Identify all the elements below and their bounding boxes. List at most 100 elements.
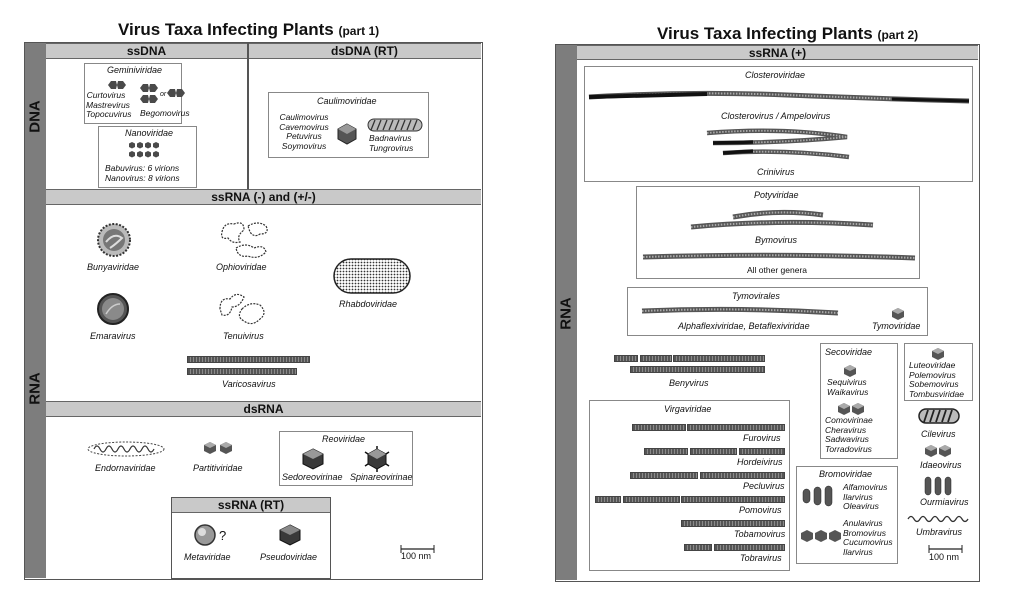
virga-genus-3: Pomovirus — [739, 505, 782, 515]
tymoviridae-label: Tymoviridae — [872, 321, 921, 331]
pseudoviridae-label: Pseudoviridae — [260, 552, 318, 562]
begomovirus-particle-icon — [140, 84, 185, 103]
band-ssrna-neg: ssRNA (-) and (+/-) — [46, 189, 481, 205]
pomovirus-rod-2 — [623, 496, 680, 503]
reoviridae-label: Reoviridae — [322, 434, 366, 444]
luteovirus-particle-icon — [932, 348, 944, 360]
furovirus-rod-1 — [632, 424, 686, 431]
geminiviridae-label: Geminiviridae — [107, 65, 163, 75]
caulimo-genera-a: Caulimovirus Cavemovirus Petuvirus Soymo… — [279, 112, 329, 151]
ourmiavirus-particle-icon — [924, 476, 952, 496]
bromo-genera-b: Anulavirus Bromovirus Cucumovirus Ilarvi… — [843, 518, 893, 557]
cilevirus-label: Cilevirus — [921, 429, 956, 439]
secoviridae-label: Secoviridae — [825, 347, 873, 357]
right-title-part: (part 2) — [877, 28, 919, 42]
bunyaviridae-label: Bunyaviridae — [87, 262, 140, 272]
alfamovirus-particle-icon — [802, 485, 833, 507]
right-scale-bar — [928, 545, 963, 553]
band-ssrna-pos: ssRNA (+) — [577, 45, 978, 60]
geminivirus-particle-icon — [108, 81, 126, 89]
left-title: Virus Taxa Infecting Plants (part 1) — [118, 20, 379, 40]
bymovirus-label: Bymovirus — [755, 235, 798, 245]
secoviridae-genera-a: Sequivirus Waikavirus — [827, 377, 869, 397]
dna-label: DNA — [26, 100, 44, 133]
partitiviridae-particle-icon — [204, 442, 232, 454]
dna-divider — [247, 43, 249, 189]
virga-genus-5: Tobravirus — [740, 553, 782, 563]
virga-genus-2: Pecluvirus — [743, 481, 785, 491]
endornaviridae-label: Endornaviridae — [95, 463, 156, 473]
hordeivirus-rod-3 — [739, 448, 785, 455]
idaeovirus-label: Idaeovirus — [920, 460, 962, 470]
band-dsrna: dsRNA — [46, 401, 481, 417]
left-scale-label: 100 nm — [401, 551, 432, 561]
virga-genus-4: Tobamovirus — [734, 529, 786, 539]
crinivirus-label: Crinivirus — [757, 167, 795, 177]
bymovirus-particle-icon — [690, 209, 874, 230]
hordeivirus-rod-2 — [690, 448, 737, 455]
band-ssdna: ssDNA — [46, 43, 247, 59]
gemini-or: or — [160, 91, 167, 98]
rna-label-left: RNA — [26, 372, 44, 405]
sequivirus-particle-icon — [844, 365, 856, 377]
umbravirus-label: Umbravirus — [916, 527, 963, 537]
nanoviridae-box: Nanoviridae Babuvirus: 6 virions Nanovir… — [98, 126, 197, 188]
crinivirus-particle-icon — [706, 128, 850, 160]
cilevirus-particle-icon — [918, 408, 960, 424]
bromoviridae-label: Bromoviridae — [819, 469, 873, 479]
partitiviridae-label: Partitiviridae — [193, 463, 243, 473]
right-title-text: Virus Taxa Infecting Plants — [657, 24, 873, 43]
pecluvirus-rod-1 — [630, 472, 698, 479]
band-ssrna-rt: ssRNA (RT) — [172, 498, 330, 513]
virgaviridae-label: Virgaviridae — [664, 404, 712, 414]
varicosavirus-label: Varicosavirus — [222, 379, 276, 389]
luteo-genera: Luteoviridae Polemovirus Sobemovirus Tom… — [909, 360, 964, 399]
varicosavirus-rod-1 — [187, 356, 310, 363]
closteroviridae-label: Closteroviridae — [745, 70, 806, 80]
closterovirus-particle-icon — [588, 90, 970, 104]
all-other-genera-label: All other genera — [747, 265, 808, 275]
virga-genus-0: Furovirus — [743, 433, 781, 443]
rna-label-right: RNA — [557, 297, 575, 330]
tenuivirus-label: Tenuivirus — [223, 331, 264, 341]
sedoreovirinae-label: Sedoreovirinae — [282, 472, 343, 482]
gemini-genera-a: Curtovirus Mastrevirus Topocuvirus — [86, 90, 132, 119]
tymoviridae-particle-icon — [892, 308, 904, 320]
left-title-part: (part 1) — [338, 24, 380, 38]
left-sidebar — [25, 43, 46, 578]
nanovirus-particles-icon — [129, 142, 159, 158]
tenuivirus-particle-icon — [219, 293, 265, 325]
luteoviridae-box: Luteoviridae Polemovirus Sobemovirus Tom… — [904, 343, 973, 401]
flexivirus-particle-icon — [641, 306, 839, 316]
caulimo-genera-b: Badnavirus Tungrovirus — [369, 133, 414, 153]
tobravirus-rod-2 — [714, 544, 785, 551]
tymovirales-box: Tymovirales Alphaflexiviridae, Betaflexi… — [627, 287, 928, 336]
endornaviridae-particle-icon — [87, 441, 165, 457]
metaviridae-label: Metaviridae — [184, 552, 231, 562]
secoviridae-genera-b: Comovirinae Cheravirus Sadwavirus Torrad… — [825, 415, 873, 454]
bromovirus-particle-icon — [801, 530, 841, 542]
benyvirus-rod-4 — [630, 366, 765, 373]
potyviridae-box: Potyviridae Bymovirus All other genera — [636, 186, 920, 279]
reoviridae-box: Reoviridae Sedoreovirinae Spinareovirina… — [279, 431, 413, 486]
idaeovirus-particle-icon — [925, 445, 951, 457]
rhabdoviridae-particle-icon — [333, 258, 411, 294]
begomovirus-label: Begomovirus — [140, 108, 190, 118]
flexiviridae-label: Alphaflexiviridae, Betaflexiviridae — [678, 321, 810, 331]
bunyaviridae-particle-icon — [97, 223, 131, 257]
furovirus-rod-2 — [687, 424, 785, 431]
left-title-text: Virus Taxa Infecting Plants — [118, 20, 334, 39]
pecluvirus-rod-2 — [700, 472, 785, 479]
potyvirus-particle-icon — [642, 252, 916, 261]
right-sidebar — [556, 45, 577, 580]
pomovirus-rod-3 — [681, 496, 785, 503]
rhabdoviridae-label: Rhabdoviridae — [339, 299, 398, 309]
right-scale-label: 100 nm — [929, 552, 960, 562]
benyvirus-rod-3 — [673, 355, 765, 362]
umbravirus-particle-icon — [907, 515, 969, 523]
potyviridae-label: Potyviridae — [754, 190, 799, 200]
benyvirus-rod-2 — [640, 355, 672, 362]
benyvirus-rod-1 — [614, 355, 638, 362]
varicosavirus-rod-2 — [187, 368, 297, 375]
caulimoviridae-label: Caulimoviridae — [317, 96, 377, 106]
